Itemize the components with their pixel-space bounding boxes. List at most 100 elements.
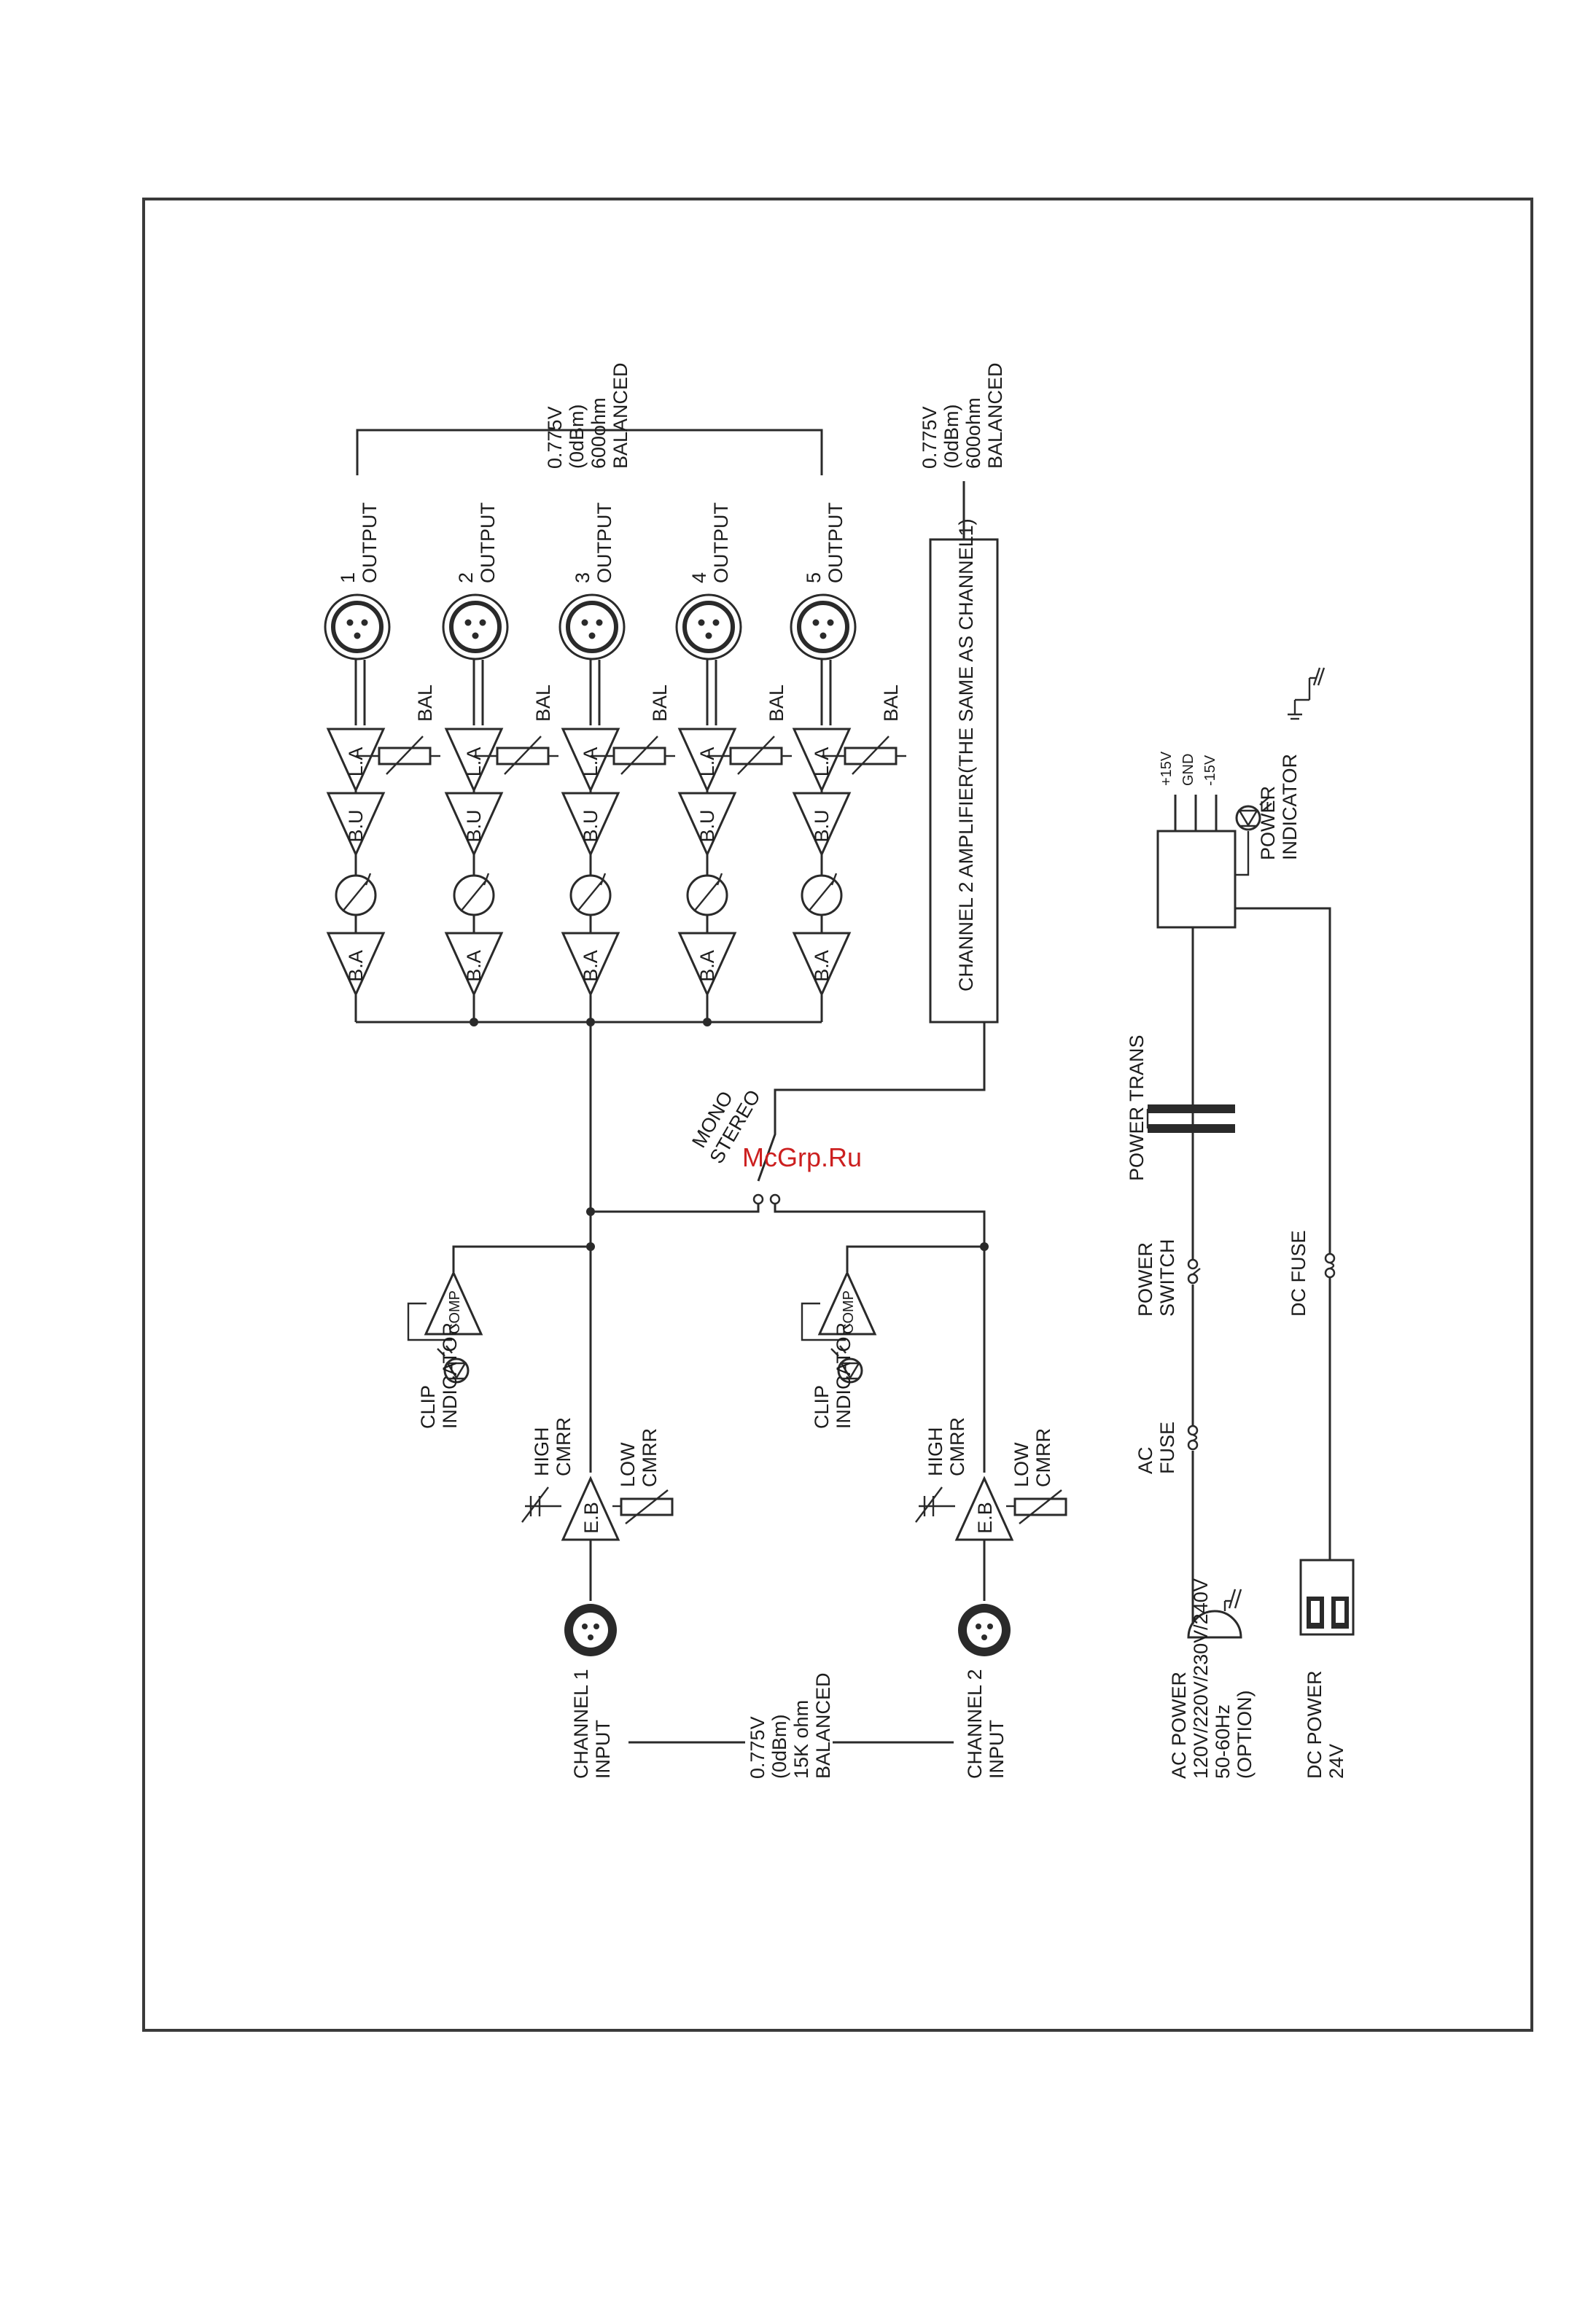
channel2-input-label: CHANNEL 2 [964,1669,986,1779]
channel1-clip-label: CLIP INDICATOR [417,1322,461,1429]
channel2-high-cmrr-label-2: CMRR [946,1417,968,1476]
output-number-1: 1 [337,572,359,583]
bal-label-4: BAL [766,685,787,722]
power-indicator-led-icon [1235,797,1272,831]
svg-text:0.775V: 0.775V [919,406,941,469]
dc-terminal-icon [1299,1559,1355,1636]
channel2-output-spec: 0.775V (0dBm) 600ohm BALANCED [919,362,1006,469]
power-indicator-label: POWER [1257,786,1279,860]
bal-label-2: BAL [532,685,554,722]
channel2-comp-label: COMP [841,1290,857,1334]
bu-label-4: B.U [696,809,718,842]
channel1-low-cmrr-label: LOW [617,1442,639,1487]
output-label-1: OUTPUT [359,502,381,583]
channel2-amplifier-block [929,538,999,1024]
channel2-eb-label: E.B [974,1502,996,1534]
output-label-2: OUTPUT [477,502,499,583]
ba-label-4: B.A [696,950,718,982]
bu-label-5: B.U [811,809,833,842]
svg-text:0.775V: 0.775V [544,406,566,469]
channel2-amplifier-label: CHANNEL 2 AMPLIFIER(THE SAME AS CHANNEL1… [955,518,977,991]
ac-fuse-label-2: FUSE [1156,1422,1178,1474]
rail-gnd-label: GND [1180,754,1196,786]
channel2-input-connector [958,1604,1011,1656]
output-number-5: 5 [803,572,825,583]
channel1-high-cmrr-label: HIGH [531,1427,553,1477]
output-chain-2 [443,595,558,996]
svg-text:600ohm: 600ohm [962,397,984,469]
channel1-input-label-2: INPUT [592,1720,614,1779]
output-spec: 0.775V (0dBm) 600ohm BALANCED [544,362,631,469]
diagram-frame [142,198,1533,2032]
input-spec: 0.775V (0dBm) 15K ohm BALANCED [747,1672,834,1779]
output-chain-3 [560,595,675,996]
channel1-low-cmrr-trim [612,1489,674,1524]
svg-text:INDICATOR: INDICATOR [439,1322,461,1429]
channel1-input-label: CHANNEL 1 [570,1669,592,1779]
la-label-4: L.A [696,747,718,777]
bal-label-5: BAL [880,685,902,722]
power-indicator-label-2: INDICATOR [1279,754,1301,860]
watermark: McGrp.Ru [742,1142,862,1172]
svg-text:0.775V: 0.775V [747,1716,768,1779]
ac-plug-icon [1187,1589,1242,1639]
ba-label-3: B.A [580,950,602,982]
bu-label-1: B.U [345,809,367,842]
channel2-signal-wire [774,1204,986,1473]
switch-contact-stereo [769,1193,781,1205]
switch-contact-mono [752,1193,764,1205]
bal-label-3: BAL [649,685,671,722]
ground-symbol-icon [1288,667,1326,720]
bal-label-1: BAL [414,685,436,722]
output-chain-4 [677,595,792,996]
svg-text:600ohm: 600ohm [588,397,610,469]
svg-text:(0dBm): (0dBm) [941,404,962,469]
svg-text:INDICATOR: INDICATOR [833,1322,855,1429]
power-transformer-icon [1146,1104,1235,1133]
rail-minus15-label: -15V [1202,755,1218,786]
channel1-low-cmrr-label-2: CMRR [639,1428,661,1487]
la-label-3: L.A [580,747,602,777]
power-supply-block [1156,830,1237,929]
la-label-5: L.A [811,747,833,777]
channel2-clip-label: CLIP INDICATOR [811,1322,855,1429]
power-switch-icon [1187,1258,1201,1285]
output-label-4: OUTPUT [710,502,732,583]
ac-fuse-label: AC [1134,1446,1156,1474]
channel1-comp-label: COMP [447,1290,463,1334]
channel2-low-cmrr-label: LOW [1011,1442,1032,1487]
output-number-2: 2 [455,572,477,583]
dc-supply-wire [1235,907,1331,1254]
ac-power-option-label: (OPTION) [1234,1691,1256,1780]
power-trans-label: POWER TRANS [1126,1034,1148,1181]
output-chain-5 [791,595,906,996]
la-label-2: L.A [463,747,485,777]
ac-power-voltage-label: 120V/220V/230V/240V [1190,1578,1212,1779]
svg-text:(0dBm): (0dBm) [768,1714,790,1779]
ba-label-2: B.A [463,950,485,982]
svg-text:BALANCED: BALANCED [984,362,1006,469]
svg-text:CLIP: CLIP [811,1385,833,1429]
svg-text:BALANCED: BALANCED [610,362,631,469]
power-switch-label: POWER [1134,1242,1156,1317]
dc-power-voltage-label: 24V [1326,1744,1347,1779]
output-label-3: OUTPUT [593,502,615,583]
bu-label-2: B.U [463,809,485,842]
channel2-clip-led-icon [830,1345,863,1384]
channel2-low-cmrr-label-2: CMRR [1032,1428,1054,1487]
dc-fuse-label: DC FUSE [1288,1230,1309,1317]
channel2-high-cmrr-trim [915,1486,955,1523]
channel2-return-wire [757,1022,986,1182]
output-label-5: OUTPUT [825,502,846,583]
channel1-clip-led-icon [437,1345,470,1384]
rail-plus15-label: +15V [1159,751,1175,786]
channel1-eb-label: E.B [580,1502,602,1534]
output-number-3: 3 [572,572,593,583]
la-label-1: L.A [345,747,367,777]
ba-label-1: B.A [345,950,367,982]
ac-power-frequency-label: 50-60Hz [1212,1704,1234,1779]
channel2-low-cmrr-trim [1006,1489,1067,1524]
output-chain-1 [325,595,440,996]
